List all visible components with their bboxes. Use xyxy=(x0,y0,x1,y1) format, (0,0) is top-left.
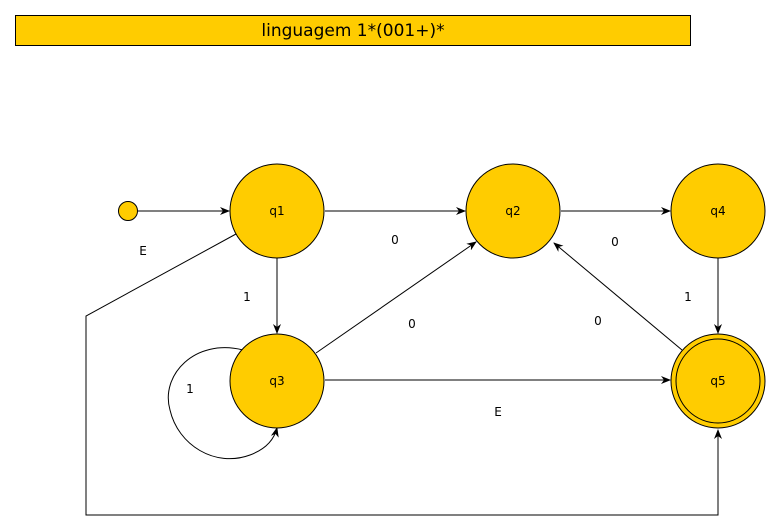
edge-label-q2-q4: 0 xyxy=(611,235,619,249)
state-q4: q4 xyxy=(670,163,766,259)
state-q5: q5 xyxy=(670,333,766,429)
edge-q3-q3 xyxy=(167,347,279,460)
edge-q1-q5 xyxy=(85,233,722,516)
state-label-q4: q4 xyxy=(710,204,725,218)
edge-q3-q2 xyxy=(315,241,477,354)
state-label-q1: q1 xyxy=(269,204,284,218)
state-label-q5: q5 xyxy=(710,374,725,388)
diagram-title: linguagem 1*(001+)* xyxy=(15,15,691,46)
edge-label-q3-q5: E xyxy=(494,405,502,419)
edge-label-q3-q3: 1 xyxy=(186,382,194,396)
state-q1: q1 xyxy=(229,163,325,259)
state-q3: q3 xyxy=(229,333,325,429)
state-q2: q2 xyxy=(465,163,561,259)
edge-label-q1-q2: 0 xyxy=(391,233,399,247)
state-label-q2: q2 xyxy=(505,204,520,218)
edge-label-q4-q5: 1 xyxy=(684,290,692,304)
edge-label-q1-q5: E xyxy=(139,244,147,258)
state-label-q3: q3 xyxy=(269,374,284,388)
transition-labels: 0 1 E 0 1 0 E 1 0 xyxy=(139,233,692,419)
edge-label-q5-q2: 0 xyxy=(594,314,602,328)
accepting-ring-q5 xyxy=(675,338,761,424)
edge-label-q3-q2: 0 xyxy=(408,317,416,331)
edge-q5-q2 xyxy=(553,242,683,351)
initial-state-marker xyxy=(118,201,138,221)
edge-label-q1-q3: 1 xyxy=(243,290,251,304)
transitions xyxy=(85,207,722,516)
